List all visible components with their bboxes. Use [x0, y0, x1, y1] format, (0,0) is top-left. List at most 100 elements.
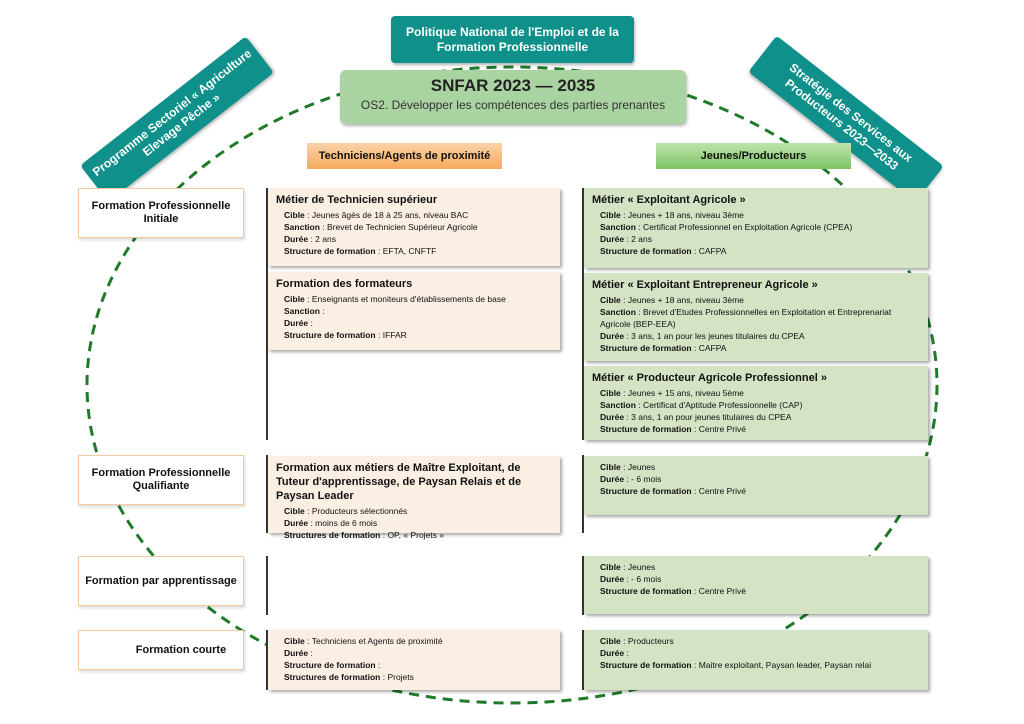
- field-value: : 3 ans, 1 an pour jeunes titulaires du …: [624, 412, 792, 422]
- field-label: Durée: [600, 574, 625, 584]
- field-value: : Jeunes âgés de 18 à 25 ans, niveau BAC: [304, 210, 469, 220]
- box-line: Structures de formation : Projets: [276, 671, 552, 683]
- divider: [266, 188, 268, 440]
- field-value: : Jeunes + 15 ans, niveau 5ème: [620, 388, 744, 398]
- box-line: Sanction :: [276, 305, 552, 317]
- field-label: Structure de formation: [600, 586, 692, 596]
- box-line: Durée :: [276, 647, 552, 659]
- field-value: : Brevet d'Etudes Professionnelles en Ex…: [600, 307, 892, 329]
- field-label: Durée: [600, 234, 625, 244]
- box-line: Durée : 2 ans: [592, 233, 920, 245]
- field-label: Durée: [600, 331, 625, 341]
- field-label: Cible: [284, 506, 305, 516]
- box-line: Cible : Jeunes + 15 ans, niveau 5ème: [592, 387, 920, 399]
- box-line: Cible : Jeunes: [592, 561, 920, 573]
- box-title: Métier de Technicien supérieur: [276, 194, 438, 206]
- field-label: Cible: [600, 388, 621, 398]
- field-value: :: [308, 648, 313, 658]
- field-value: : Certificat Professionnel en Exploitati…: [635, 222, 853, 232]
- field-value: : Centre Privé: [691, 586, 746, 596]
- field-value: : - 6 mois: [624, 474, 662, 484]
- field-label: Durée: [600, 648, 625, 658]
- field-value: : Maitre exploitant, Paysan leader, Pays…: [691, 660, 872, 670]
- snfar-title: SNFAR 2023 — 2035: [430, 76, 596, 95]
- field-value: : 2 ans: [308, 234, 336, 244]
- field-value: :: [319, 306, 325, 316]
- field-value: : EFTA, CNFTF: [375, 246, 437, 256]
- field-value: : OP, « Projets »: [380, 530, 444, 540]
- row-label-qualifiante: Formation Professionnelle Qualifiante: [78, 455, 244, 505]
- field-value: : Projets: [380, 672, 414, 682]
- box-line: Durée : - 6 mois: [592, 573, 920, 585]
- field-label: Structures de formation: [284, 530, 381, 540]
- box-title: Métier « Exploitant Entrepreneur Agricol…: [592, 279, 818, 291]
- box-producteur-agricole: Métier « Producteur Agricole Professionn…: [584, 366, 928, 440]
- box-exploitant-agricole: Métier « Exploitant Agricole »Cible : Je…: [584, 188, 928, 268]
- box-line: Cible : Jeunes + 18 ans, niveau 3ème: [592, 294, 920, 306]
- box-line: Cible : Producteurs sélectionnés: [276, 505, 552, 517]
- field-value: :: [624, 648, 629, 658]
- field-value: : Jeunes: [620, 562, 656, 572]
- field-value: : Techniciens et Agents de proximité: [304, 636, 443, 646]
- row-label-apprentissage: Formation par apprentissage: [78, 556, 244, 606]
- field-label: Structure de formation: [600, 424, 692, 434]
- field-value: : moins de 6 mois: [308, 518, 378, 528]
- box-line: Structure de formation : Centre Privé: [592, 485, 920, 497]
- field-label: Sanction: [284, 222, 320, 232]
- row-label-initiale: Formation Professionnelle Initiale: [78, 188, 244, 238]
- box-line: Structure de formation : Centre Privé: [592, 585, 920, 597]
- divider: [582, 630, 584, 690]
- field-value: : Centre Privé: [691, 424, 746, 434]
- box-maitre-exploitant: Formation aux métiers de Maître Exploita…: [268, 456, 560, 540]
- field-value: : Producteurs: [620, 636, 674, 646]
- box-line: Structure de formation : EFTA, CNFTF: [276, 245, 552, 257]
- field-value: : Jeunes + 18 ans, niveau 3ème: [620, 210, 744, 220]
- field-label: Structure de formation: [600, 343, 692, 353]
- box-line: Sanction : Brevet de Technicien Supérieu…: [276, 221, 552, 233]
- box-line: Durée : moins de 6 mois: [276, 517, 552, 529]
- box-line: Structure de formation : CAFPA: [592, 245, 920, 257]
- box-line: Structure de formation : IFFAR: [276, 329, 552, 341]
- box-line: Structure de formation : Maitre exploita…: [592, 659, 920, 671]
- field-label: Durée: [284, 234, 309, 244]
- box-line: Cible : Techniciens et Agents de proximi…: [276, 635, 552, 647]
- field-value: : 2 ans: [624, 234, 652, 244]
- field-label: Structure de formation: [600, 246, 692, 256]
- policy-box: Politique National de l'Emploi et de la …: [391, 16, 634, 63]
- box-line: Cible : Enseignants et moniteurs d'établ…: [276, 293, 552, 305]
- box-line: Cible : Jeunes + 18 ans, niveau 3ème: [592, 209, 920, 221]
- box-exploitant-entrepreneur: Métier « Exploitant Entrepreneur Agricol…: [584, 273, 928, 361]
- field-label: Sanction: [600, 400, 636, 410]
- field-value: : Jeunes: [620, 462, 656, 472]
- box-line: Cible : Jeunes âgés de 18 à 25 ans, nive…: [276, 209, 552, 221]
- box-line: Durée : 3 ans, 1 an pour jeunes titulair…: [592, 411, 920, 423]
- box-line: Structures de formation : OP, « Projets …: [276, 529, 552, 541]
- column-header-right: Jeunes/Producteurs: [656, 143, 851, 169]
- box-courte-techniciens: Cible : Techniciens et Agents de proximi…: [268, 630, 560, 690]
- field-value: : Brevet de Technicien Supérieur Agricol…: [319, 222, 478, 232]
- box-line: Structure de formation :: [276, 659, 552, 671]
- field-label: Structure de formation: [284, 330, 376, 340]
- field-label: Sanction: [600, 222, 636, 232]
- divider: [582, 188, 584, 440]
- box-title: Formation aux métiers de Maître Exploita…: [276, 462, 522, 502]
- field-label: Durée: [284, 648, 309, 658]
- field-label: Cible: [284, 294, 305, 304]
- field-label: Cible: [284, 636, 305, 646]
- field-label: Sanction: [600, 307, 636, 317]
- field-label: Cible: [600, 562, 621, 572]
- field-label: Cible: [600, 295, 621, 305]
- field-value: :: [375, 660, 381, 670]
- box-line: Structure de formation : CAFPA: [592, 342, 920, 354]
- field-value: : Jeunes + 18 ans, niveau 3ème: [620, 295, 744, 305]
- field-label: Structure de formation: [284, 246, 376, 256]
- box-line: Cible : Producteurs: [592, 635, 920, 647]
- field-value: : CAFPA: [691, 343, 727, 353]
- field-value: : Enseignants et moniteurs d'établisseme…: [304, 294, 506, 304]
- field-value: :: [308, 318, 313, 328]
